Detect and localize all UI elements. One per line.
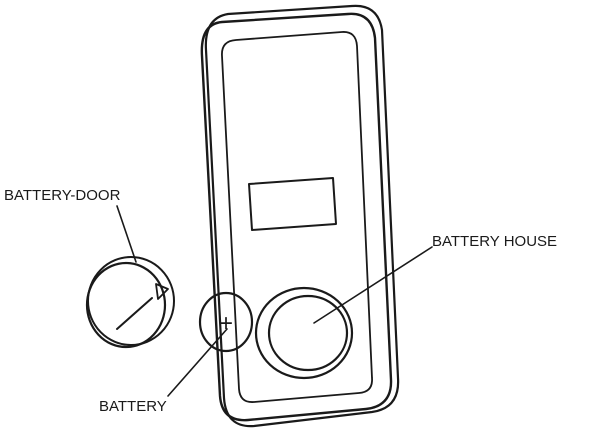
battery-house-label: BATTERY HOUSE [432,233,557,250]
battery-polarity-symbol: + [219,310,233,337]
battery-door-leader [116,205,137,263]
battery [198,291,254,353]
battery-door-slot [116,297,153,330]
battery-cell [198,291,254,353]
battery-door-rim [87,256,175,346]
battery-door-face [85,261,167,349]
battery-label: BATTERY [99,398,167,415]
display-window [248,177,337,231]
remote-control-body [200,4,400,428]
battery-house-leader [313,246,433,324]
battery-house-inner [267,294,349,372]
battery-house-ring [254,286,354,380]
battery-leader [167,328,228,397]
battery-door-label: BATTERY-DOOR [4,187,121,204]
battery-door [85,256,175,349]
battery-door-arrow-icon [155,283,169,300]
